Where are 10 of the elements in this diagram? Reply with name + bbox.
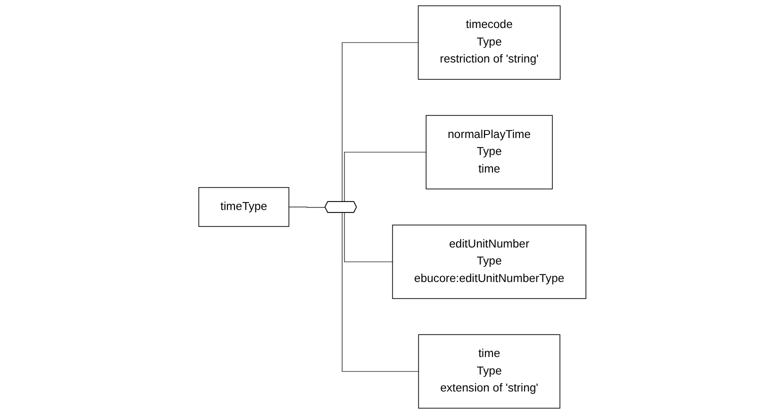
node-box: editUnitNumber Type ebucore:editUnitNumberType xyxy=(392,224,586,299)
connector xyxy=(341,212,419,372)
connector xyxy=(344,212,393,262)
connector xyxy=(288,206,326,208)
connector xyxy=(341,42,418,202)
node-box: time Type extension of 'string' xyxy=(418,334,560,409)
node-box: normalPlayTime Type time xyxy=(425,115,552,190)
connector xyxy=(344,152,426,202)
node-box: timeType xyxy=(198,187,289,227)
node-box: timecode Type restriction of 'string' xyxy=(418,5,560,80)
